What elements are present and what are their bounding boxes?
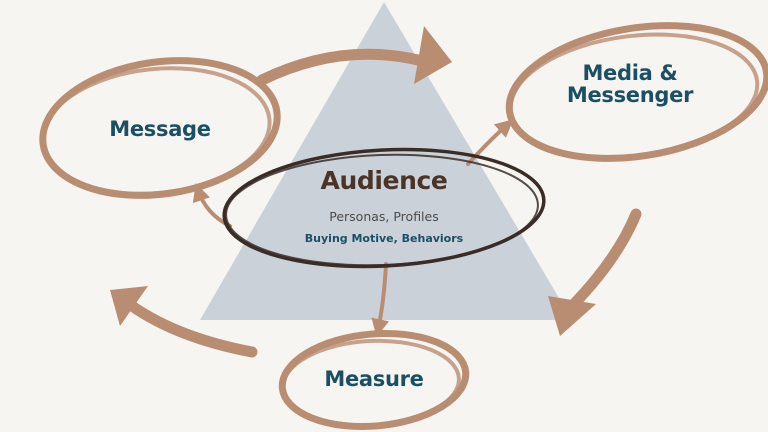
pyramid-triangle: [200, 2, 572, 320]
media-ring: [505, 22, 768, 162]
buying-motive-label: Buying Motive, Behaviors: [304, 232, 464, 245]
connector-to-measure: [371, 262, 390, 338]
arrow-message-to-media: [256, 26, 452, 86]
audience-label: Audience: [320, 166, 448, 195]
arrow-measure-to-message: [110, 286, 258, 358]
arrow-media-to-measure: [548, 208, 642, 336]
audience-ring: [222, 147, 546, 269]
measure-ring: [278, 329, 470, 431]
media-label-line1: Media &: [582, 61, 678, 85]
media-messenger-label: Media & Messenger: [540, 62, 720, 106]
message-ring: [39, 57, 281, 199]
message-label: Message: [109, 117, 211, 141]
media-label-line2: Messenger: [566, 83, 694, 108]
measure-label: Measure: [324, 367, 424, 391]
connector-to-media: [466, 119, 514, 166]
personas-label: Personas, Profiles: [329, 209, 439, 224]
